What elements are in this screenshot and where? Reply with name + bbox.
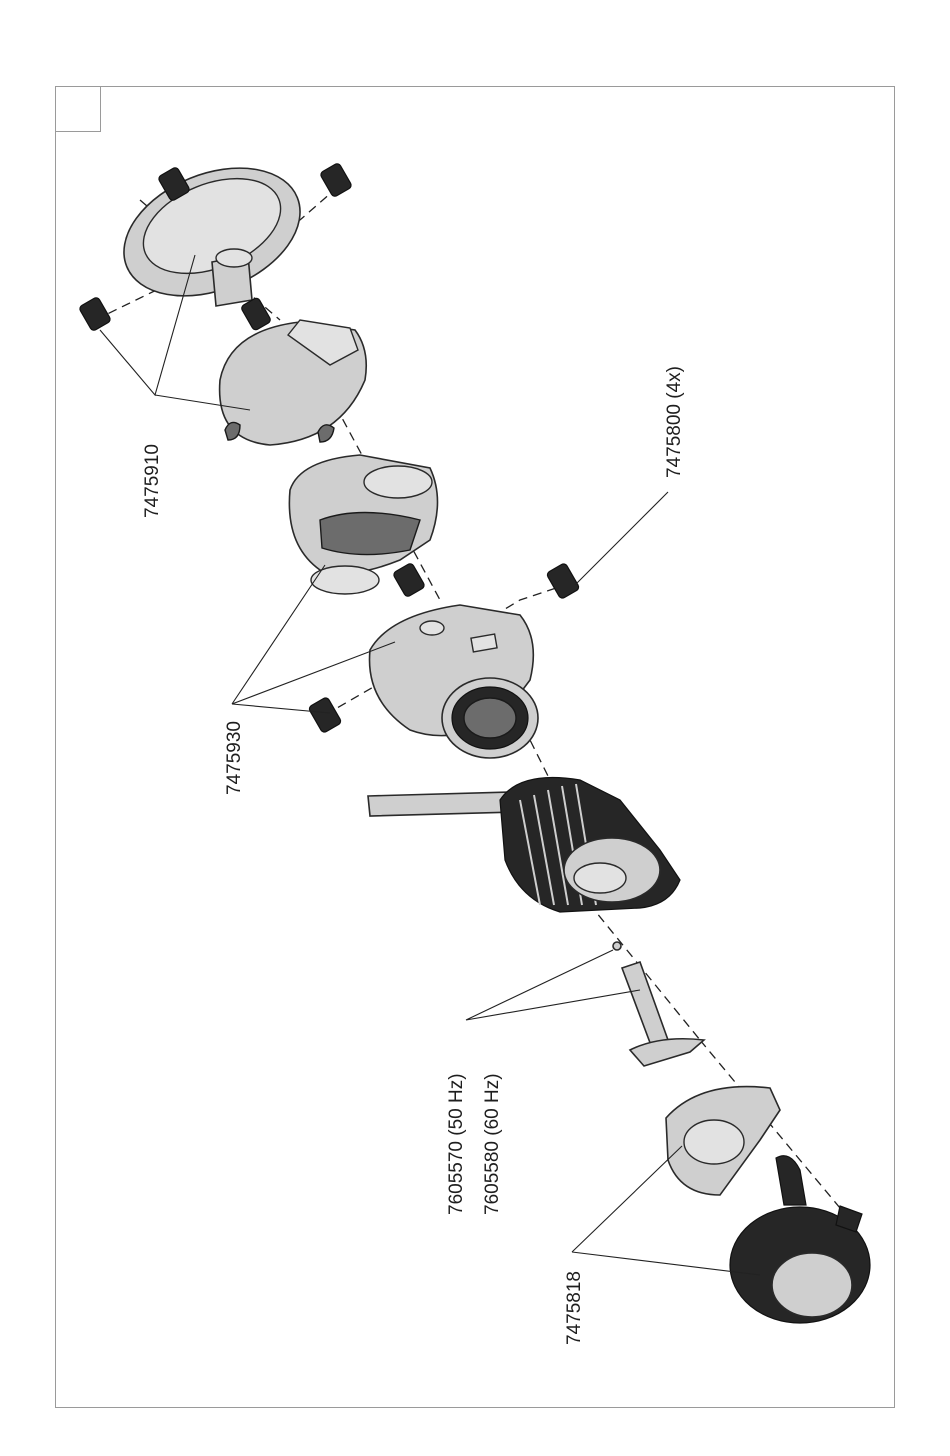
label-7605580: 7605580 (60 Hz) [482, 1073, 503, 1215]
label-7475930: 7475930 [224, 721, 245, 795]
leader-7475800 [575, 492, 668, 585]
grommet [78, 296, 111, 331]
label-7475910: 7475910 [142, 444, 163, 518]
leader-7605570 [466, 950, 640, 1020]
power-cable [368, 792, 514, 816]
label-7475818: 7475818 [564, 1271, 585, 1345]
leader-lines [100, 255, 760, 1275]
grommet [546, 563, 580, 600]
grommet [240, 297, 271, 331]
grommet [308, 697, 342, 734]
pump-base [370, 605, 539, 758]
bottom-cover [220, 320, 367, 445]
impeller-cover [666, 1087, 780, 1195]
label-7475800: 7475800 (4x) [664, 366, 685, 478]
pre-filter [730, 1156, 870, 1323]
grommet [392, 562, 425, 597]
grommet [319, 162, 352, 197]
motor-block [500, 778, 680, 913]
impeller [613, 942, 704, 1066]
label-7605570: 7605570 (50 Hz) [446, 1073, 467, 1215]
top-cover [105, 144, 319, 320]
